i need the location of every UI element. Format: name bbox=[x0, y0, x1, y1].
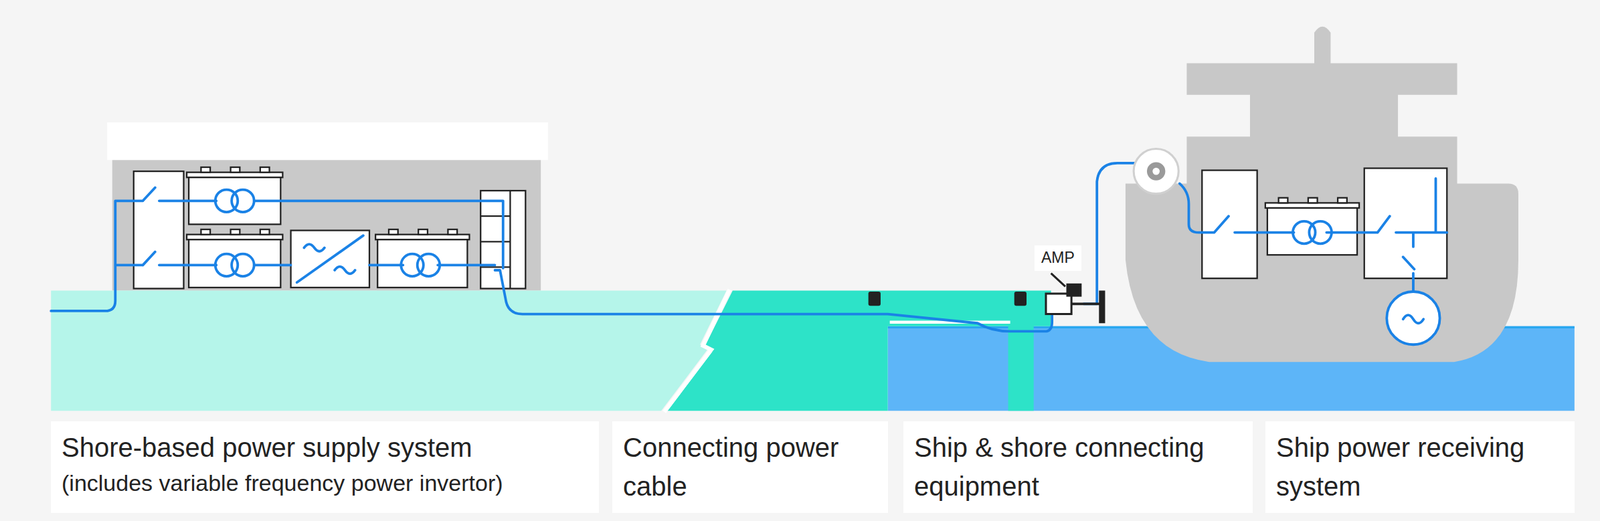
ship-switch-cabinet bbox=[1201, 170, 1257, 280]
section-title: Ship power receiving system bbox=[1276, 428, 1564, 506]
ship-cable bbox=[1083, 163, 1135, 304]
bollard bbox=[1014, 291, 1027, 306]
section-note: (includes variable frequency power inver… bbox=[61, 467, 589, 500]
building bbox=[112, 159, 541, 291]
section-title: Connecting power cable bbox=[623, 428, 878, 506]
inverter-wire bbox=[369, 263, 496, 267]
section-label-panel: Ship power receiving system bbox=[1265, 421, 1575, 514]
ship-wiring bbox=[1179, 178, 1448, 292]
ship-transformer bbox=[1265, 198, 1360, 255]
ship bbox=[1125, 26, 1519, 363]
transformer-symbol bbox=[1292, 221, 1332, 245]
shore-switchgear bbox=[133, 171, 185, 289]
section-title: AMP bbox=[1041, 248, 1075, 268]
shore-transformer bbox=[186, 167, 283, 225]
section-title: Shore-based power supply system bbox=[61, 428, 589, 468]
generator-symbol bbox=[1386, 291, 1440, 345]
section-label-panel: Shore-based power supply system(includes… bbox=[50, 421, 599, 514]
amp-callout: AMP bbox=[1034, 245, 1082, 272]
inverter-symbol bbox=[297, 235, 364, 283]
building-roof bbox=[107, 122, 549, 160]
bollard bbox=[868, 291, 881, 306]
transformer-symbol bbox=[400, 254, 440, 278]
section-label-panel: Connecting power cable bbox=[612, 421, 888, 514]
grid-feed bbox=[50, 188, 217, 312]
ship-shore-connector bbox=[1045, 273, 1105, 324]
power-cable bbox=[495, 270, 1053, 332]
quay bbox=[667, 290, 1051, 411]
output-transformer bbox=[375, 229, 470, 288]
section-label-panel: Ship & shore connecting equipment bbox=[903, 421, 1253, 514]
transformer-symbol bbox=[215, 254, 255, 278]
section-title: Ship & shore connecting equipment bbox=[914, 428, 1242, 506]
frequency-inverter bbox=[291, 230, 370, 288]
shore-ground bbox=[50, 290, 727, 411]
shore-transformer bbox=[186, 229, 283, 288]
bypass-wire bbox=[254, 200, 504, 269]
transformer-symbol bbox=[215, 190, 255, 213]
ground-break bbox=[664, 289, 731, 413]
generator-sine bbox=[1403, 315, 1424, 324]
cable-reel bbox=[1133, 149, 1179, 195]
